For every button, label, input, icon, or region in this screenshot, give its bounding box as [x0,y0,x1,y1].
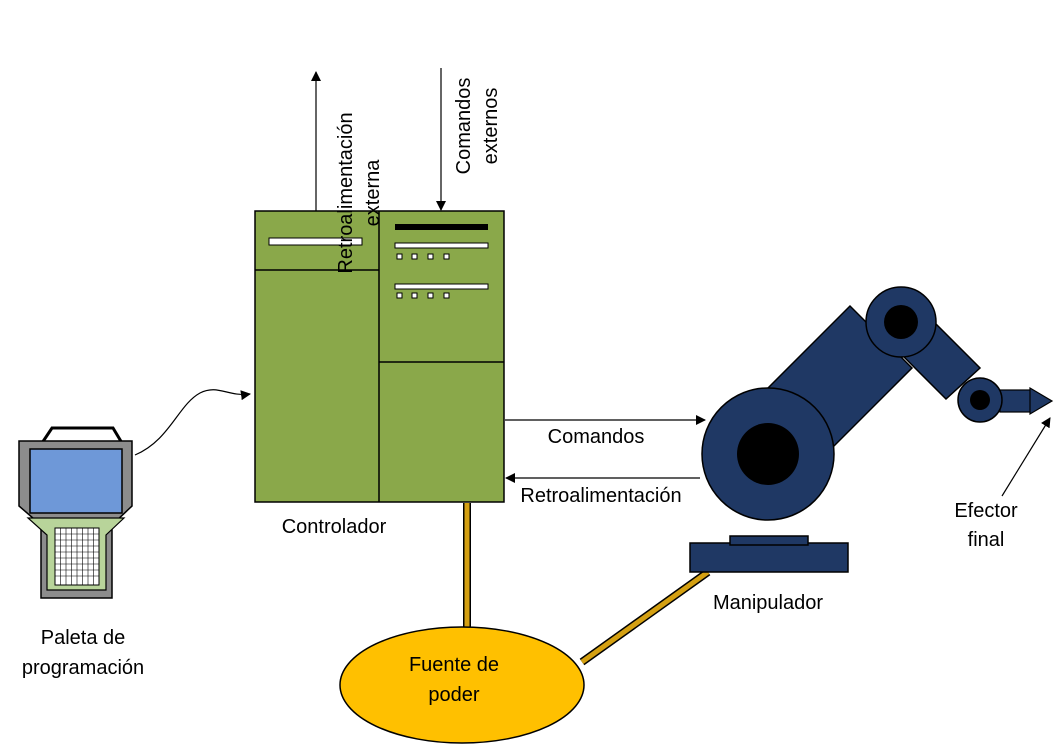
power-label-line1: Fuente de [409,654,499,676]
ext-feedback-label: Retroalimentación externa [335,112,384,273]
ext-feedback-line1: Retroalimentación [335,112,357,273]
robot-tool-tip [1029,386,1054,416]
controller-slot [268,237,363,246]
pendant-label-line1: Paleta de [41,627,126,649]
feedback-label: Retroalimentación [520,485,681,507]
pendant-label-line2: programación [22,657,144,679]
ext-commands-line2: externos [480,88,502,165]
pendant-link-curve [134,389,251,456]
manipulator-label: Manipulador [713,592,823,614]
robot-manipulator [689,286,1054,573]
ext-commands-line1: Comandos [453,78,475,175]
pendant-screen [29,448,123,514]
end-effector-pointer [1001,417,1051,497]
robot-base [689,542,849,573]
pendant-keypad [54,527,100,586]
controller-cabinet [254,210,505,503]
teach-pendant [18,426,133,599]
ext-feedback-line2: externa [362,159,384,227]
controller-label: Controlador [282,516,387,538]
ext-commands-label: Comandos externos [453,78,502,175]
end-effector-line2: final [968,529,1005,551]
power-cables [463,503,711,666]
controller-indicators [396,253,450,299]
power-supply [339,626,585,744]
end-effector-line1: Efector [954,500,1018,522]
commands-label: Comandos [548,426,645,448]
power-label-line2: poder [428,684,479,706]
controller-display-bar [395,224,488,230]
